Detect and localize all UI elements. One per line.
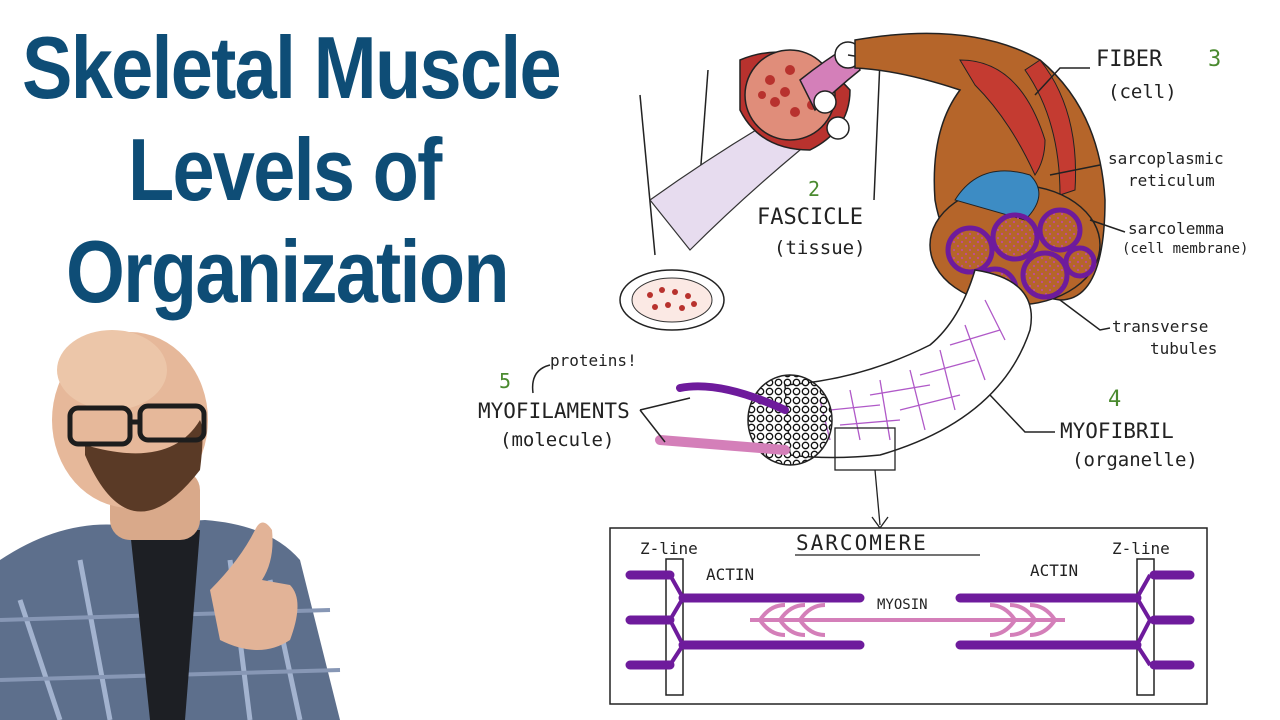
sarcomere-title: SARCOMERE xyxy=(796,531,928,555)
actin-right-label: ACTIN xyxy=(1030,561,1079,580)
myofilaments-sublabel: (molecule) xyxy=(500,429,615,451)
myosin-label: MYOSIN xyxy=(877,597,928,613)
leader-lines xyxy=(531,67,1126,443)
sarcoplasmic-reticulum-label-1: sarcoplasmic xyxy=(1108,149,1224,168)
myofibril-label: MYOFIBRIL xyxy=(1060,419,1174,443)
transverse-tubules-label-1: transverse xyxy=(1112,317,1209,336)
fiber-sublabel: (cell) xyxy=(1108,81,1177,103)
sarcomere-box xyxy=(609,527,1208,705)
fascicle-label: FASCICLE xyxy=(757,205,863,230)
title-line-2: Levels of xyxy=(128,120,442,219)
myofibril-sublabel: (organelle) xyxy=(1072,449,1198,471)
fiber-number: 3 xyxy=(1208,47,1222,72)
title-line-3: Organization xyxy=(66,222,510,321)
fascicle-number: 2 xyxy=(808,177,821,201)
sarcolemma-sublabel: (cell membrane) xyxy=(1122,241,1249,257)
sarcoplasmic-reticulum-label-2: reticulum xyxy=(1128,171,1215,190)
myofilaments-label: MYOFILAMENTS xyxy=(478,399,630,423)
myofibril-number: 4 xyxy=(1108,387,1122,412)
fiber-label: FIBER xyxy=(1096,47,1163,72)
myofibril-drawing xyxy=(655,269,1032,530)
fascicle-sublabel: (tissue) xyxy=(774,237,866,259)
title-line-1: Skeletal Muscle xyxy=(22,18,562,117)
proteins-note: proteins! xyxy=(550,351,637,370)
transverse-tubules-label-2: tubules xyxy=(1150,339,1218,358)
z-line-left-label: Z-line xyxy=(640,539,698,558)
myofilaments-number: 5 xyxy=(499,369,512,393)
z-line-right-label: Z-line xyxy=(1112,539,1170,558)
actin-left-label: ACTIN xyxy=(706,565,755,584)
sarcolemma-label: sarcolemma xyxy=(1128,219,1225,238)
presenter-figure xyxy=(0,330,341,720)
fascicle-drawing xyxy=(619,41,881,331)
